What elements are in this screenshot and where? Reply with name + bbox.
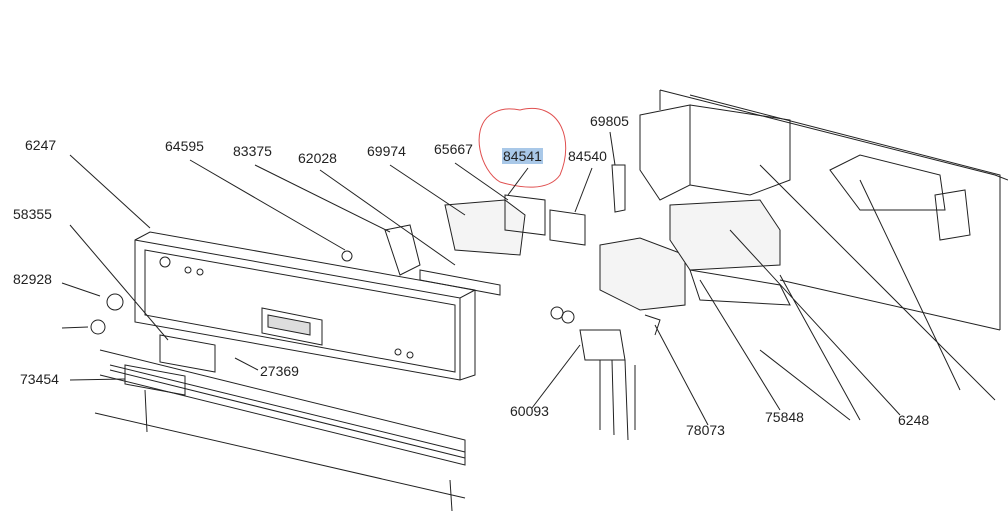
knob — [341, 250, 353, 262]
part-label-27369[interactable]: 27369 — [260, 363, 299, 379]
switch-assembly — [384, 164, 626, 296]
part-label-69974[interactable]: 69974 — [367, 143, 406, 159]
knob — [561, 310, 575, 324]
part-label-65667[interactable]: 65667 — [434, 141, 473, 157]
part-label-83375[interactable]: 83375 — [233, 143, 272, 159]
part-label-69805[interactable]: 69805 — [590, 113, 629, 129]
handle-strip — [94, 349, 466, 511]
part-label-64595[interactable]: 64595 — [165, 138, 204, 154]
knob — [106, 293, 124, 311]
knob — [90, 319, 106, 335]
control-panel — [124, 231, 476, 396]
part-label-6247[interactable]: 6247 — [25, 137, 57, 153]
part-label-62028[interactable]: 62028 — [298, 150, 337, 166]
knob — [550, 306, 564, 320]
part-label-73454[interactable]: 73454 — [20, 371, 59, 387]
part-label-75848[interactable]: 75848 — [765, 409, 804, 425]
back-panel — [639, 89, 1008, 331]
part-label-82928[interactable]: 82928 — [13, 271, 52, 287]
part-label-84540[interactable]: 84540 — [568, 148, 607, 164]
electronic-module — [579, 199, 791, 441]
highlight-circle — [478, 108, 567, 188]
part-label-58355[interactable]: 58355 — [13, 206, 52, 222]
part-label-6248[interactable]: 6248 — [898, 412, 930, 428]
part-label-78073[interactable]: 78073 — [686, 422, 725, 438]
leader-lines — [61, 131, 996, 426]
part-label-60093[interactable]: 60093 — [510, 403, 549, 419]
part-label-84541-highlighted[interactable]: 84541 — [502, 148, 543, 164]
